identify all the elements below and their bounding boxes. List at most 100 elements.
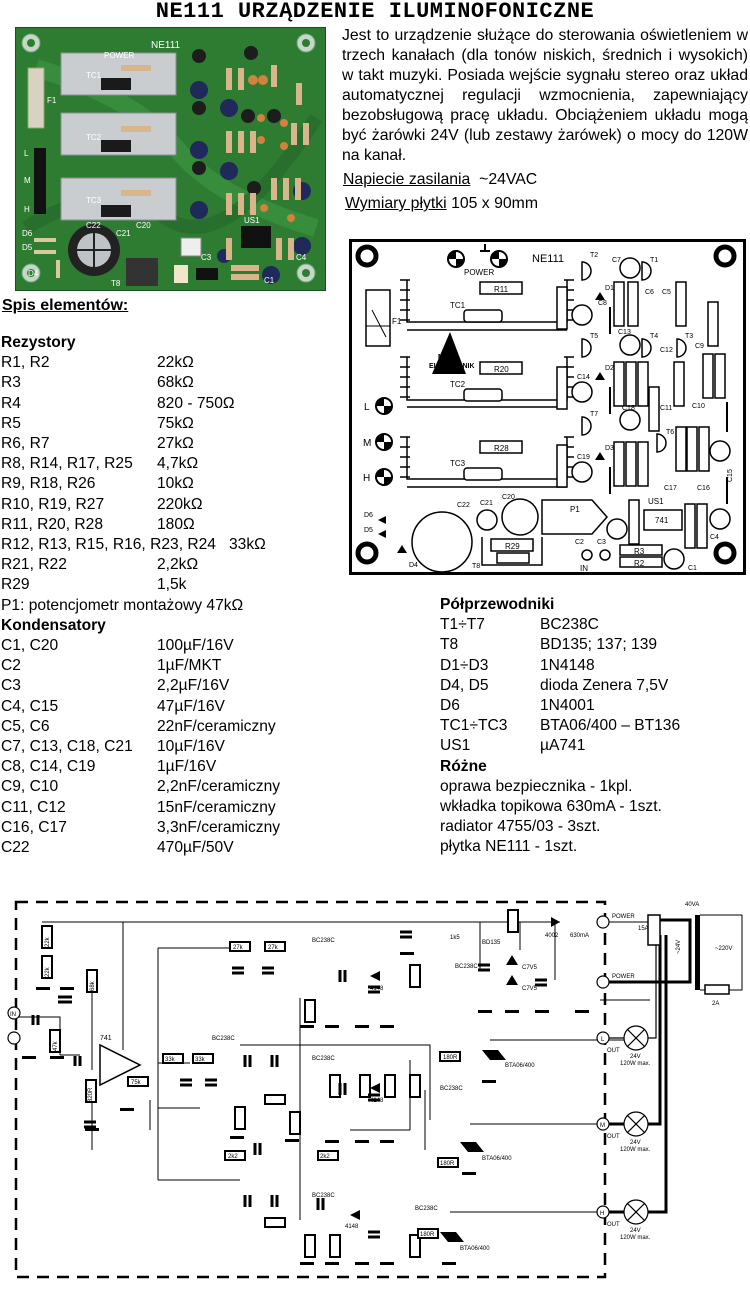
part-value: 1N4001	[540, 697, 595, 715]
part-value: 2,2nF/ceramiczny	[157, 778, 281, 796]
schematic-label: 4148	[345, 1224, 359, 1230]
triac-label: TC3	[450, 459, 466, 468]
parts-row: R12, R13, R15, R16, R23, R24 33kΩ	[1, 535, 280, 555]
cap-label: C2	[575, 539, 584, 546]
ic-value: 741	[655, 516, 669, 525]
photo-label: L	[24, 149, 29, 158]
part-value: 4,7kΩ	[157, 455, 199, 473]
product-photo: NE111 POWER F1 TC1 TC2 TC3 L M H D6 D5 D…	[15, 27, 326, 291]
part-value: 1µF/16V	[157, 758, 217, 776]
cap-label: C3	[597, 539, 606, 546]
part-ref: US1	[440, 737, 471, 755]
part-value: 820 - 750Ω	[157, 394, 235, 412]
misc-heading: Różne	[440, 757, 487, 775]
triac-label: BTA06/400	[505, 1063, 535, 1069]
input-label: IN	[580, 564, 588, 572]
part-value: 100µF/16V	[157, 637, 234, 655]
out-label: OUT	[607, 1134, 620, 1140]
triac-label: BTA06/400	[482, 1156, 512, 1162]
transformer-rating: 40VA	[685, 902, 699, 908]
cap-label: C10	[692, 403, 705, 410]
part-value: 15nF/ceramiczny	[157, 798, 276, 816]
board-size-label: Wymiary płytki	[345, 195, 447, 212]
gate-resistor-label: 180R	[443, 1055, 458, 1061]
schematic-label: 630mA	[570, 933, 589, 939]
transistor-label: T2	[590, 252, 598, 259]
supply-value: ~24VAC	[479, 171, 538, 188]
cap-label: C15	[727, 469, 734, 482]
resistors-heading: Rezystory	[1, 334, 76, 351]
diode-label: D4	[409, 562, 418, 569]
part-value: 2,2kΩ	[157, 556, 199, 574]
photo-label: D6	[22, 229, 33, 238]
part-ref: C16, C17	[1, 818, 67, 836]
cap-label: C1	[688, 565, 697, 572]
schematic-label: 2k2	[228, 1154, 238, 1160]
pcb-power-label: POWER	[464, 268, 494, 277]
part-ref: R11, R20, R28	[1, 515, 103, 533]
lamp-voltage: 24V	[630, 1140, 641, 1146]
part-ref: C9, C10	[1, 778, 59, 796]
description: Jest to urządzenie służące do sterowania…	[342, 27, 748, 164]
pot-line: P1: potencjometr montażowy 47kΩ	[1, 596, 244, 614]
ic-label: US1	[648, 497, 664, 506]
part-value: 75kΩ	[157, 414, 194, 432]
part-value: 22kΩ	[157, 354, 194, 372]
main-fuse: 2A	[712, 1001, 719, 1007]
schematic-label: 33k	[165, 1057, 176, 1063]
photo-label: TC3	[86, 196, 102, 205]
pcb-photo-drawing: NE111 POWER F1 TC1 TC2 TC3 L M H D6 D5 D…	[16, 28, 325, 290]
schematic-label: BC238C	[212, 1036, 235, 1042]
part-value: 3,3nF/ceramiczny	[157, 818, 281, 836]
cap-label: C12	[660, 347, 673, 354]
logo-line2: ELEKTRONIK	[429, 363, 475, 370]
part-value: 1,5k	[157, 576, 187, 594]
part-ref: R5	[1, 414, 21, 432]
part-value: dioda Zenera 7,5V	[540, 676, 669, 694]
photo-label: C3	[201, 253, 212, 262]
part-ref: R10, R19, R27	[1, 495, 105, 513]
board-size-spec: Wymiary płytki 105 x 90mm	[345, 194, 538, 214]
diode-label: D2	[605, 365, 614, 372]
channel-label-l: L	[364, 402, 370, 413]
photo-label: TC1	[86, 71, 102, 80]
misc-item: oprawa bezpiecznika - 1kpl.	[440, 777, 633, 795]
part-ref: R3	[1, 374, 21, 392]
resistor-label: R11	[494, 285, 509, 294]
schematic-label: BC238C	[455, 964, 478, 970]
photo-label: C1	[264, 276, 275, 285]
triac-label: TC2	[450, 380, 466, 389]
channel-pads	[375, 397, 393, 486]
pcb-layout: POWER NE111 F1 L M H TC1 TC2 TC3 NORD EL…	[349, 239, 746, 575]
cap-label: C9	[695, 343, 704, 350]
transistor-label: T4	[650, 333, 658, 340]
part-value: 33kΩ	[228, 536, 266, 554]
power-label: POWER	[612, 974, 635, 980]
part-ref: T8	[440, 636, 459, 654]
circuit-schematic: 22k 22k 68k 47k 820R 75k 27k 27k 33k 33k…	[0, 890, 750, 1286]
supply-label: Napiecie zasilania	[343, 171, 471, 188]
photo-board-name: NE111	[151, 40, 181, 51]
cap-label: C5	[662, 289, 671, 296]
channel-label-h: H	[363, 473, 370, 484]
transistor-label: T5	[590, 333, 598, 340]
resistor-label: R29	[505, 542, 520, 551]
photo-label: C20	[136, 221, 151, 230]
schematic-label: BC238C	[415, 1206, 438, 1212]
fuse-label: F1	[392, 317, 402, 326]
transistor-label: T3	[685, 333, 693, 340]
board-size-value: 105 x 90mm	[451, 195, 538, 212]
primary-voltage: ~220V	[715, 946, 733, 952]
schematic-label: 75k	[131, 1080, 142, 1086]
